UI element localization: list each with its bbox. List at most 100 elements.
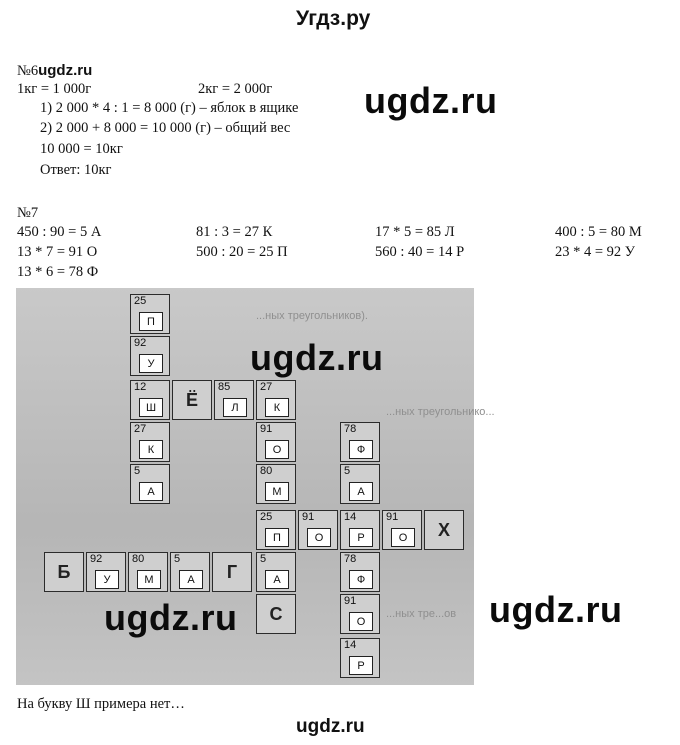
cell-letter: Ф [349, 570, 373, 589]
cell-number: 91 [344, 595, 357, 607]
watermark-2: ugdz.ru [250, 337, 384, 378]
cell-number: 91 [386, 511, 399, 523]
equation: 23 * 4 = 92 У [555, 244, 636, 260]
site-title: Угдз.ру [296, 7, 371, 30]
cell-number: 80 [132, 553, 145, 565]
cell-number: 5 [174, 553, 181, 565]
crossword-cell: Х [424, 510, 464, 550]
cell-number: 92 [90, 553, 103, 565]
cell-letter: О [349, 612, 373, 631]
background-text: ...ных треугольнико... [386, 406, 495, 418]
cell-number: 91 [302, 511, 315, 523]
watermark-3: ugdz.ru [104, 597, 238, 638]
cell-letter: К [139, 440, 163, 459]
cell-letter: О [307, 528, 331, 547]
cell-letter: П [139, 312, 163, 331]
task6-fact2: 2кг = 2 000г [198, 81, 273, 97]
cell-letter: О [265, 440, 289, 459]
cell-number: 78 [344, 423, 357, 435]
cell-letter: Ф [349, 440, 373, 459]
footer-watermark: ugdz.ru [296, 716, 365, 737]
cell-letter: А [139, 482, 163, 501]
task6-answer: Ответ: 10кг [40, 162, 112, 178]
cell-number: 91 [260, 423, 273, 435]
crossword-cell: Б [44, 552, 84, 592]
cell-letter: А [179, 570, 203, 589]
equation: 17 * 5 = 85 Л [375, 224, 455, 240]
task7-note: На букву Ш примера нет… [17, 696, 185, 712]
cell-number: 5 [260, 553, 267, 565]
task6-source-watermark: ugdz.ru [38, 62, 93, 79]
cell-letter: П [265, 528, 289, 547]
cell-letter: М [137, 570, 161, 589]
cell-number: 5 [344, 465, 351, 477]
cell-letter: С [269, 603, 283, 624]
background-text: ...ных тре...ов [386, 608, 457, 620]
cell-number: 12 [134, 381, 147, 393]
cell-number: 14 [344, 639, 357, 651]
watermark-1: ugdz.ru [364, 80, 498, 121]
cell-number: 5 [134, 465, 141, 477]
crossword-image: ...ных треугольников). ...ных треугольни… [16, 288, 495, 685]
cell-letter: У [139, 354, 163, 373]
cell-letter: Б [57, 561, 71, 582]
cell-letter: Ш [139, 398, 163, 417]
equation: 400 : 5 = 80 М [555, 224, 642, 240]
cell-number: 27 [260, 381, 273, 393]
task6-step1: 1) 2 000 * 4 : 1 = 8 000 (г) – яблок в я… [40, 100, 299, 116]
cell-number: 85 [218, 381, 231, 393]
crossword-cell: Ё [172, 380, 212, 420]
cell-number: 80 [260, 465, 273, 477]
task6-conversion: 10 000 = 10кг [40, 141, 123, 157]
task6-number: №6ugdz.ru [17, 62, 92, 80]
cell-letter: Р [349, 656, 373, 675]
cell-letter: Ё [185, 389, 199, 410]
cell-number: 92 [134, 337, 147, 349]
cell-letter: К [265, 398, 289, 417]
task7-number: №7 [17, 205, 39, 221]
equation: 560 : 40 = 14 Р [375, 244, 465, 260]
background-text: ...ных треугольников). [256, 310, 368, 322]
crossword-cell: С [256, 594, 296, 634]
crossword-cell: Г [212, 552, 252, 592]
watermark-4: ugdz.ru [489, 589, 623, 630]
cell-letter: Х [437, 519, 450, 540]
cell-letter: Л [223, 398, 247, 417]
cell-letter: А [265, 570, 289, 589]
equation: 13 * 7 = 91 О [17, 244, 98, 260]
equation: 13 * 6 = 78 Ф [17, 264, 99, 280]
task6-fact1: 1кг = 1 000г [17, 81, 92, 97]
task6-step2: 2) 2 000 + 8 000 = 10 000 (г) – общий ве… [40, 120, 291, 136]
cell-letter: М [265, 482, 289, 501]
cell-number: 14 [344, 511, 357, 523]
equation: 450 : 90 = 5 А [17, 224, 102, 240]
equation: 81 : 3 = 27 К [196, 224, 273, 240]
cell-number: 25 [134, 295, 147, 307]
cell-letter: Г [226, 561, 238, 582]
cell-letter: У [95, 570, 119, 589]
cell-letter: О [391, 528, 415, 547]
cell-letter: А [349, 482, 373, 501]
cell-number: 78 [344, 553, 357, 565]
cell-number: 27 [134, 423, 147, 435]
